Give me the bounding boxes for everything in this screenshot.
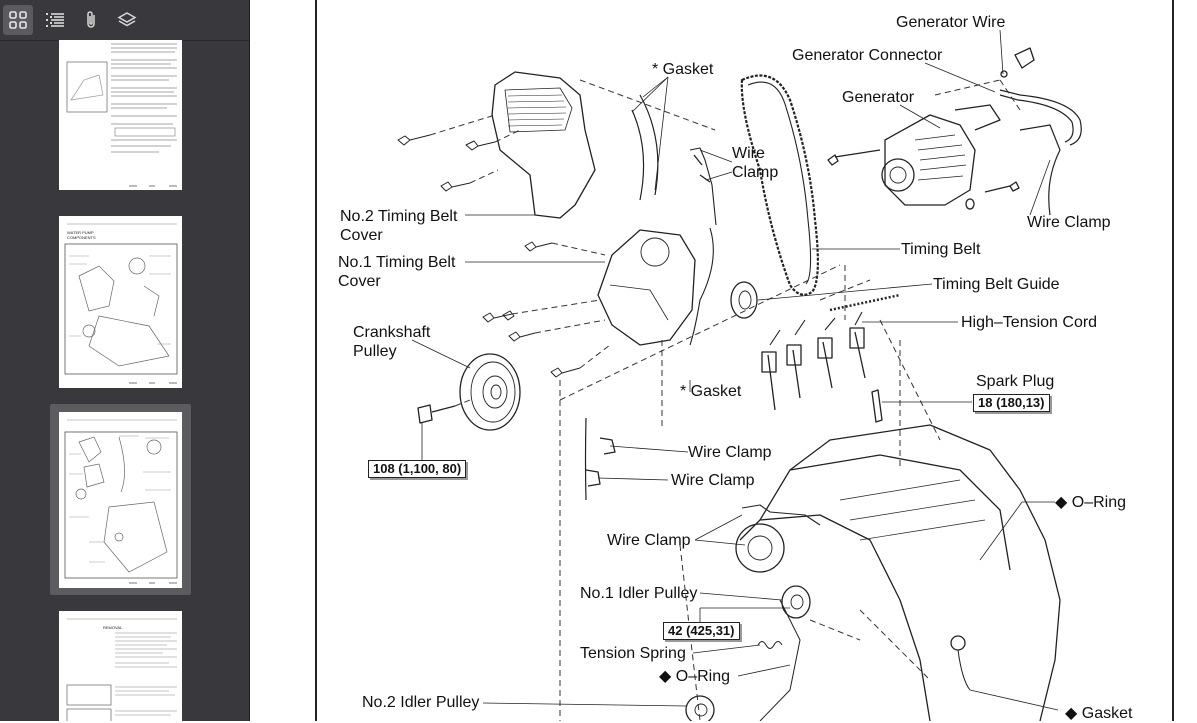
no1-timing-belt-cover xyxy=(597,229,696,346)
thumbnail-image: REMOVAL xyxy=(59,611,182,721)
tension-spring xyxy=(757,641,783,649)
thumbnail-page-3-selected[interactable] xyxy=(50,404,191,595)
generator xyxy=(881,104,1001,206)
thumbnail-heading: REMOVAL xyxy=(103,625,123,630)
no1-idler-pulley xyxy=(781,585,811,619)
label-timing-belt: Timing Belt xyxy=(901,241,981,258)
label-o-ring-right: ◆ O–Ring xyxy=(1055,494,1126,511)
layers-button[interactable] xyxy=(112,5,142,35)
label-wire-clamp-top: Wire Clamp xyxy=(732,145,779,181)
attachments-button[interactable] xyxy=(76,5,106,35)
page-border-right xyxy=(1172,0,1174,721)
label-no1-idler-pulley: No.1 Idler Pulley xyxy=(580,585,698,602)
label-wire-clamp-low: Wire Clamp xyxy=(607,532,691,549)
timing-belt xyxy=(740,74,819,296)
label-generator-wire: Generator Wire xyxy=(896,14,1006,31)
high-tension-cords xyxy=(761,293,901,411)
thumbnails-button[interactable] xyxy=(3,5,33,35)
spark-plug xyxy=(871,389,883,423)
thumbnail-image: WATER PUMP COMPONENTS xyxy=(59,216,182,388)
thumbnail-image xyxy=(59,412,182,588)
outline-button[interactable] xyxy=(40,5,70,35)
label-spark-plug: Spark Plug xyxy=(976,373,1055,390)
label-timing-belt-guide: Timing Belt Guide xyxy=(933,276,1060,293)
no2-timing-belt-cover xyxy=(491,71,596,219)
label-gasket-top: * Gasket xyxy=(652,61,714,78)
crankshaft-pulley xyxy=(459,353,521,431)
label-no1-timing-belt-cover: No.1 Timing Belt Cover xyxy=(338,254,456,290)
document-viewer[interactable] xyxy=(250,0,1197,721)
sidebar-divider xyxy=(249,0,250,721)
label-generator-connector: Generator Connector xyxy=(792,47,943,64)
svg-text:COMPONENTS: COMPONENTS xyxy=(67,235,96,240)
label-tension-spring: Tension Spring xyxy=(580,645,686,662)
label-high-tension-cord: High–Tension Cord xyxy=(961,314,1098,331)
label-wire-clamp-mid1: Wire Clamp xyxy=(688,444,772,461)
label-no2-idler-pulley: No.2 Idler Pulley xyxy=(362,694,480,711)
label-wire-clamp-mid2: Wire Clamp xyxy=(671,472,755,489)
label-gasket-mid: * Gasket xyxy=(680,383,742,400)
outline-icon xyxy=(46,13,64,27)
no2-idler-pulley xyxy=(685,695,715,721)
label-generator: Generator xyxy=(842,89,915,106)
layers-icon xyxy=(117,12,137,27)
torque-idler-bolt: 42 (425,31) xyxy=(663,622,740,640)
engine-head xyxy=(735,424,1061,721)
label-gasket-bottom: ◆ Gasket xyxy=(1065,705,1133,722)
thumbnail-page-2[interactable]: WATER PUMP COMPONENTS xyxy=(50,214,191,390)
label-crankshaft-pulley: Crankshaft Pulley xyxy=(353,324,431,360)
torque-spark-plug: 18 (180,13) xyxy=(973,394,1050,412)
thumbnails-icon xyxy=(9,11,27,29)
thumbnail-page-4[interactable]: REMOVAL xyxy=(50,609,191,721)
thumbnail-image xyxy=(59,40,182,190)
label-no2-timing-belt-cover: No.2 Timing Belt Cover xyxy=(340,208,458,244)
label-o-ring-low: ◆ O–Ring xyxy=(659,668,730,685)
timing-belt-guide xyxy=(730,281,758,319)
page-border-left xyxy=(315,0,317,721)
thumbnail-sidebar: WATER PUMP COMPONENTS xyxy=(0,0,249,721)
torque-crankshaft-bolt: 108 (1,100, 80) xyxy=(368,460,467,478)
sidebar-toolbar xyxy=(0,0,249,41)
thumbnail-page-1[interactable] xyxy=(50,40,191,192)
label-wire-clamp-right: Wire Clamp xyxy=(1027,214,1111,231)
attachments-icon xyxy=(87,11,95,28)
thumbnail-heading: WATER PUMP xyxy=(67,230,94,235)
